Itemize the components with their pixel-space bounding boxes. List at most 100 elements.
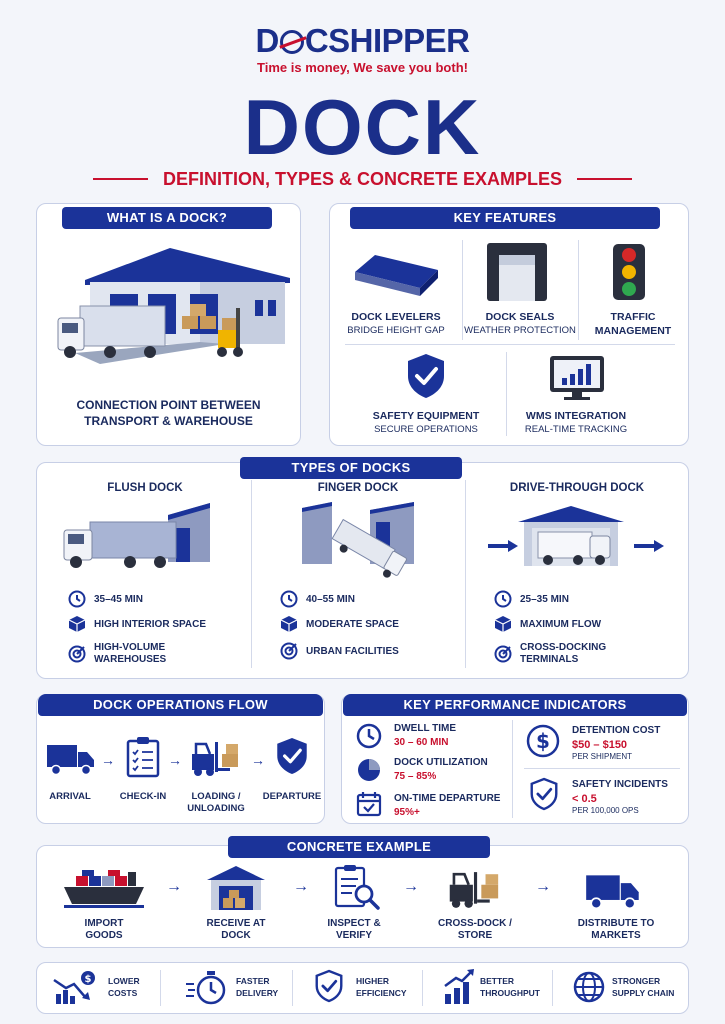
shield-check-icon <box>408 354 444 398</box>
brand-name-part: D <box>255 22 279 59</box>
finger-use: URBAN FACILITIES <box>280 642 399 660</box>
feature-wms-title: WMS INTEGRATION <box>525 410 627 422</box>
key-features-heading: KEY FEATURES <box>350 207 660 229</box>
types-panel <box>36 462 689 679</box>
clipboard-icon <box>126 737 160 778</box>
clock-icon <box>356 723 382 749</box>
page-subtitle: DEFINITION, TYPES & CONCRETE EXAMPLES <box>162 169 563 189</box>
feature-traffic-sub: MANAGEMENT <box>594 325 672 337</box>
example-arrow: → <box>166 878 182 895</box>
drive-through-space-text: MAXIMUM FLOW <box>520 618 602 630</box>
truck-icon <box>586 875 639 910</box>
traffic-light-icon <box>613 244 645 300</box>
cost-down-icon: $ <box>53 971 95 1004</box>
kpi-ontime-value: 95%+ <box>394 807 420 818</box>
box-icon <box>68 616 86 632</box>
subtitle-line-right <box>577 178 632 180</box>
kpi-util-title: DOCK UTILIZATION <box>394 757 488 768</box>
target-icon <box>494 645 512 663</box>
drive-through-illustration <box>488 506 664 566</box>
type-drive-through-name: DRIVE-THROUGH DOCK <box>509 482 645 494</box>
kpi-detention: DETENTION COST $50 – $150 PER SHIPMENT <box>572 725 660 761</box>
feature-dock-seals-title: DOCK SEALS <box>485 311 555 323</box>
benefit-divider <box>292 970 293 1006</box>
flow-heading: DOCK OPERATIONS FLOW <box>38 694 323 716</box>
page-title: DOCK <box>243 83 482 171</box>
kpi-ontime: ON-TIME DEPARTURE 95%+ <box>394 793 500 818</box>
feature-wms-sub: REAL-TIME TRACKING <box>524 424 628 435</box>
feature-divider <box>506 352 507 436</box>
forklift-icon <box>192 742 238 776</box>
finger-use-text: URBAN FACILITIES <box>306 645 399 657</box>
kpi-safety-title: SAFETY INCIDENTS <box>572 779 668 790</box>
globe-icon <box>279 30 307 54</box>
svg-text:$: $ <box>536 729 550 753</box>
kpi-detention-title: DETENTION COST <box>572 725 661 736</box>
types-heading: TYPES OF DOCKS <box>240 457 462 479</box>
example-arrow: → <box>535 878 551 895</box>
kpi-detention-sub: PER SHIPMENT <box>572 752 633 761</box>
calendar-check-icon <box>356 792 382 817</box>
flush-space-text: HIGH INTERIOR SPACE <box>94 618 207 630</box>
flush-time: 35–45 MIN <box>68 590 143 608</box>
box-icon <box>280 616 298 632</box>
clock-icon <box>280 590 298 608</box>
target-icon <box>68 645 86 663</box>
box-icon <box>494 616 512 632</box>
benefit-divider <box>552 970 553 1006</box>
kpi-util-value: 75 – 85% <box>394 771 437 782</box>
types-divider <box>251 480 252 668</box>
truck-icon <box>47 745 94 776</box>
kpi-dwell-title: DWELL TIME <box>394 723 457 734</box>
flush-time-text: 35–45 MIN <box>94 593 143 605</box>
feature-dock-levelers-sub: BRIDGE HEIGHT GAP <box>347 325 445 336</box>
what-is-caption-line: CONNECTION POINT BETWEEN <box>76 398 261 412</box>
shield-check-icon <box>315 969 343 1003</box>
drive-through-time: 25–35 MIN <box>494 590 569 608</box>
dock-leveler-icon <box>355 255 438 296</box>
example-step-crossdock: CROSS-DOCK /STORE <box>438 918 512 941</box>
shield-check-icon <box>277 738 307 774</box>
benefits-panel <box>36 962 689 1014</box>
flush-space: HIGH INTERIOR SPACE <box>68 615 206 633</box>
stopwatch-icon <box>186 971 226 1005</box>
feature-safety-sub: SECURE OPERATIONS <box>374 424 478 435</box>
dock-seal-icon <box>487 243 547 301</box>
globe-icon <box>573 971 605 1003</box>
flow-step-checkin: CHECK-IN <box>119 791 167 802</box>
feature-traffic-title: TRAFFIC <box>610 311 656 323</box>
svg-text:$: $ <box>85 974 92 985</box>
cargo-ship-icon <box>64 870 144 908</box>
finger-space-text: MODERATE SPACE <box>306 618 399 630</box>
benefit-divider <box>160 970 161 1006</box>
kpi-ontime-title: ON-TIME DEPARTURE <box>394 793 501 804</box>
brand-tagline: Time is money, We save you both! <box>257 60 468 75</box>
target-icon <box>280 642 298 660</box>
kpi-safety-value: < 0.5 <box>572 793 597 805</box>
benefit-divider <box>422 970 423 1006</box>
finger-time: 40–55 MIN <box>280 590 355 608</box>
subtitle-line-left <box>93 178 148 180</box>
feature-safety-title: SAFETY EQUIPMENT <box>372 410 480 422</box>
drive-through-space: MAXIMUM FLOW <box>494 615 601 633</box>
inspect-icon <box>334 865 380 910</box>
brand-name-part: CSHIPPER <box>304 22 470 59</box>
monitor-chart-icon <box>550 356 604 400</box>
flow-arrow: → <box>101 752 115 768</box>
flush-dock-illustration <box>63 503 210 568</box>
growth-chart-icon <box>444 969 474 1004</box>
warehouse-icon <box>207 866 265 910</box>
feature-divider <box>462 240 463 340</box>
kpi-dwell: DWELL TIME 30 – 60 MIN <box>394 723 456 748</box>
flow-step-arrival: ARRIVAL <box>49 791 91 802</box>
feature-dock-seals-sub: WEATHER PROTECTION <box>464 325 576 336</box>
drive-through-time-text: 25–35 MIN <box>520 593 569 605</box>
